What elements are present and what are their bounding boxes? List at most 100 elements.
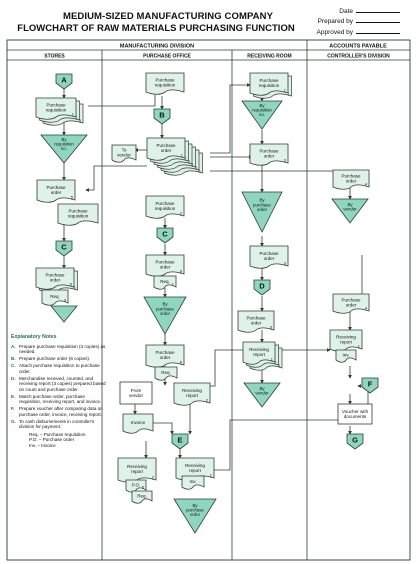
document-label: Receiving: [336, 335, 356, 340]
flow-arrow: [85, 165, 147, 192]
connector-e: [171, 433, 189, 450]
document-label: order: [346, 179, 357, 184]
file-label: order: [160, 311, 171, 316]
process-label: vendor: [129, 393, 144, 398]
file-label: By: [259, 386, 265, 391]
process-label: Voucher with: [342, 409, 369, 414]
copy-number: 5: [70, 282, 73, 287]
document-label: Purchase: [46, 185, 66, 190]
connector-b: [153, 108, 171, 125]
copy-number: 1: [284, 88, 287, 93]
file-label: order: [190, 512, 201, 517]
invoice-doc: [335, 349, 357, 363]
purchase-order-doc: [145, 344, 185, 368]
document-label: order: [160, 265, 171, 270]
document-label: Req.: [137, 494, 147, 499]
invoice-doc: [181, 475, 205, 490]
document-label: Purchase: [46, 103, 66, 108]
note-item: C.Attach purchase requisition to purchas…: [11, 363, 100, 374]
file-by-purchase-order: [241, 191, 283, 233]
document-label: Receiving: [185, 463, 205, 468]
document-label: report: [186, 393, 199, 398]
note-item: F.Prepare voucher after comparing data o…: [11, 406, 103, 417]
copy-number: 6: [180, 269, 183, 274]
chart-subtitle: FLOWCHART OF RAW MATERIALS PURCHASING FU…: [17, 23, 295, 34]
note-item: E.Match purchase order, purchase requisi…: [11, 393, 102, 405]
document-label: requisition: [155, 206, 176, 211]
purchase-requisition-doc: [249, 72, 289, 96]
document-label: order: [161, 148, 172, 153]
document-label: Purchase: [341, 298, 361, 303]
copy-number: 1: [172, 282, 175, 287]
document-label: Purchase: [155, 78, 175, 83]
process-label: documents: [344, 414, 367, 419]
file-label: By: [347, 202, 353, 207]
file-by-purchase-order: [173, 498, 217, 534]
document-label: Receiving: [127, 464, 147, 469]
flow-arrow: [199, 349, 243, 388]
requisition-doc: [153, 275, 177, 290]
purchase-order-doc: [249, 143, 289, 166]
document-label: report: [253, 352, 266, 357]
purchase-order-doc: [237, 310, 275, 333]
column-title: PURCHASE OFFICE: [143, 54, 191, 60]
document-label: Inv.: [190, 479, 197, 484]
document-label: requisition: [68, 214, 89, 219]
document-label: Purchase: [259, 78, 279, 83]
copy-number: 4: [365, 306, 368, 311]
connector-letter: A: [61, 76, 67, 85]
requisition-doc: [154, 366, 178, 381]
document-label: Purchase: [246, 316, 266, 321]
copy-number: 3: [64, 298, 67, 303]
document-label: Inv.: [343, 353, 350, 358]
connector-letter: C: [61, 243, 67, 252]
column-frame: [6, 39, 411, 561]
approved-by-field: Approved by: [303, 27, 408, 36]
purchase-requisition-doc: [57, 203, 99, 226]
document-label: report: [131, 469, 144, 474]
invoice-doc: [122, 413, 154, 434]
document-label: order: [264, 154, 275, 159]
note-item: G.To cash disbursements in controller's …: [11, 418, 95, 430]
flow-arrow: [210, 83, 251, 154]
file-label: By: [61, 137, 67, 142]
notes-title: Explanatory Notes: [11, 334, 57, 340]
document-label: order: [251, 321, 262, 326]
document-label: Purchase: [259, 251, 279, 256]
copy-number: 5: [195, 165, 198, 170]
purchase-order-doc: [332, 293, 370, 314]
purchase-order-doc: [332, 169, 370, 190]
file-label: purchase: [253, 202, 271, 207]
document-label: Receiving: [182, 388, 202, 393]
document-label: Purchase: [45, 273, 65, 278]
copy-number: 1: [271, 357, 274, 362]
connector-letter: D: [259, 282, 265, 291]
connector-c-office: [156, 227, 174, 244]
connector-d: [253, 279, 271, 296]
copy-number: 5: [71, 195, 74, 200]
file-label: no.: [259, 112, 265, 117]
purchase-order-doc: [35, 267, 75, 290]
copy-number: 1: [358, 344, 361, 349]
connector-letter: E: [177, 436, 182, 445]
document-label: order: [160, 355, 171, 360]
document-label: order: [264, 256, 275, 261]
copy-number: 6: [198, 168, 201, 173]
document-label: order: [51, 190, 62, 195]
file-label: By: [259, 103, 265, 108]
file-label: By: [192, 503, 198, 508]
to-vendor-doc: [111, 144, 137, 163]
copy-number: 4: [191, 162, 194, 167]
file-stores: [50, 305, 78, 323]
file-by-purchase-order: [143, 296, 187, 335]
document-label: Purchase: [155, 350, 175, 355]
receiving-report-doc: [329, 329, 363, 352]
copy-number: 2: [274, 360, 277, 365]
copy-number: 1: [72, 112, 75, 117]
document-label: To: [122, 148, 127, 153]
document-label: Purchase: [155, 260, 175, 265]
explanatory-notes: Explanatory Notes A.Prepare purchase req…: [11, 334, 107, 448]
connector-c: [55, 240, 73, 257]
copy-number: 2: [184, 156, 187, 161]
receiving-report-stack: [242, 341, 276, 365]
